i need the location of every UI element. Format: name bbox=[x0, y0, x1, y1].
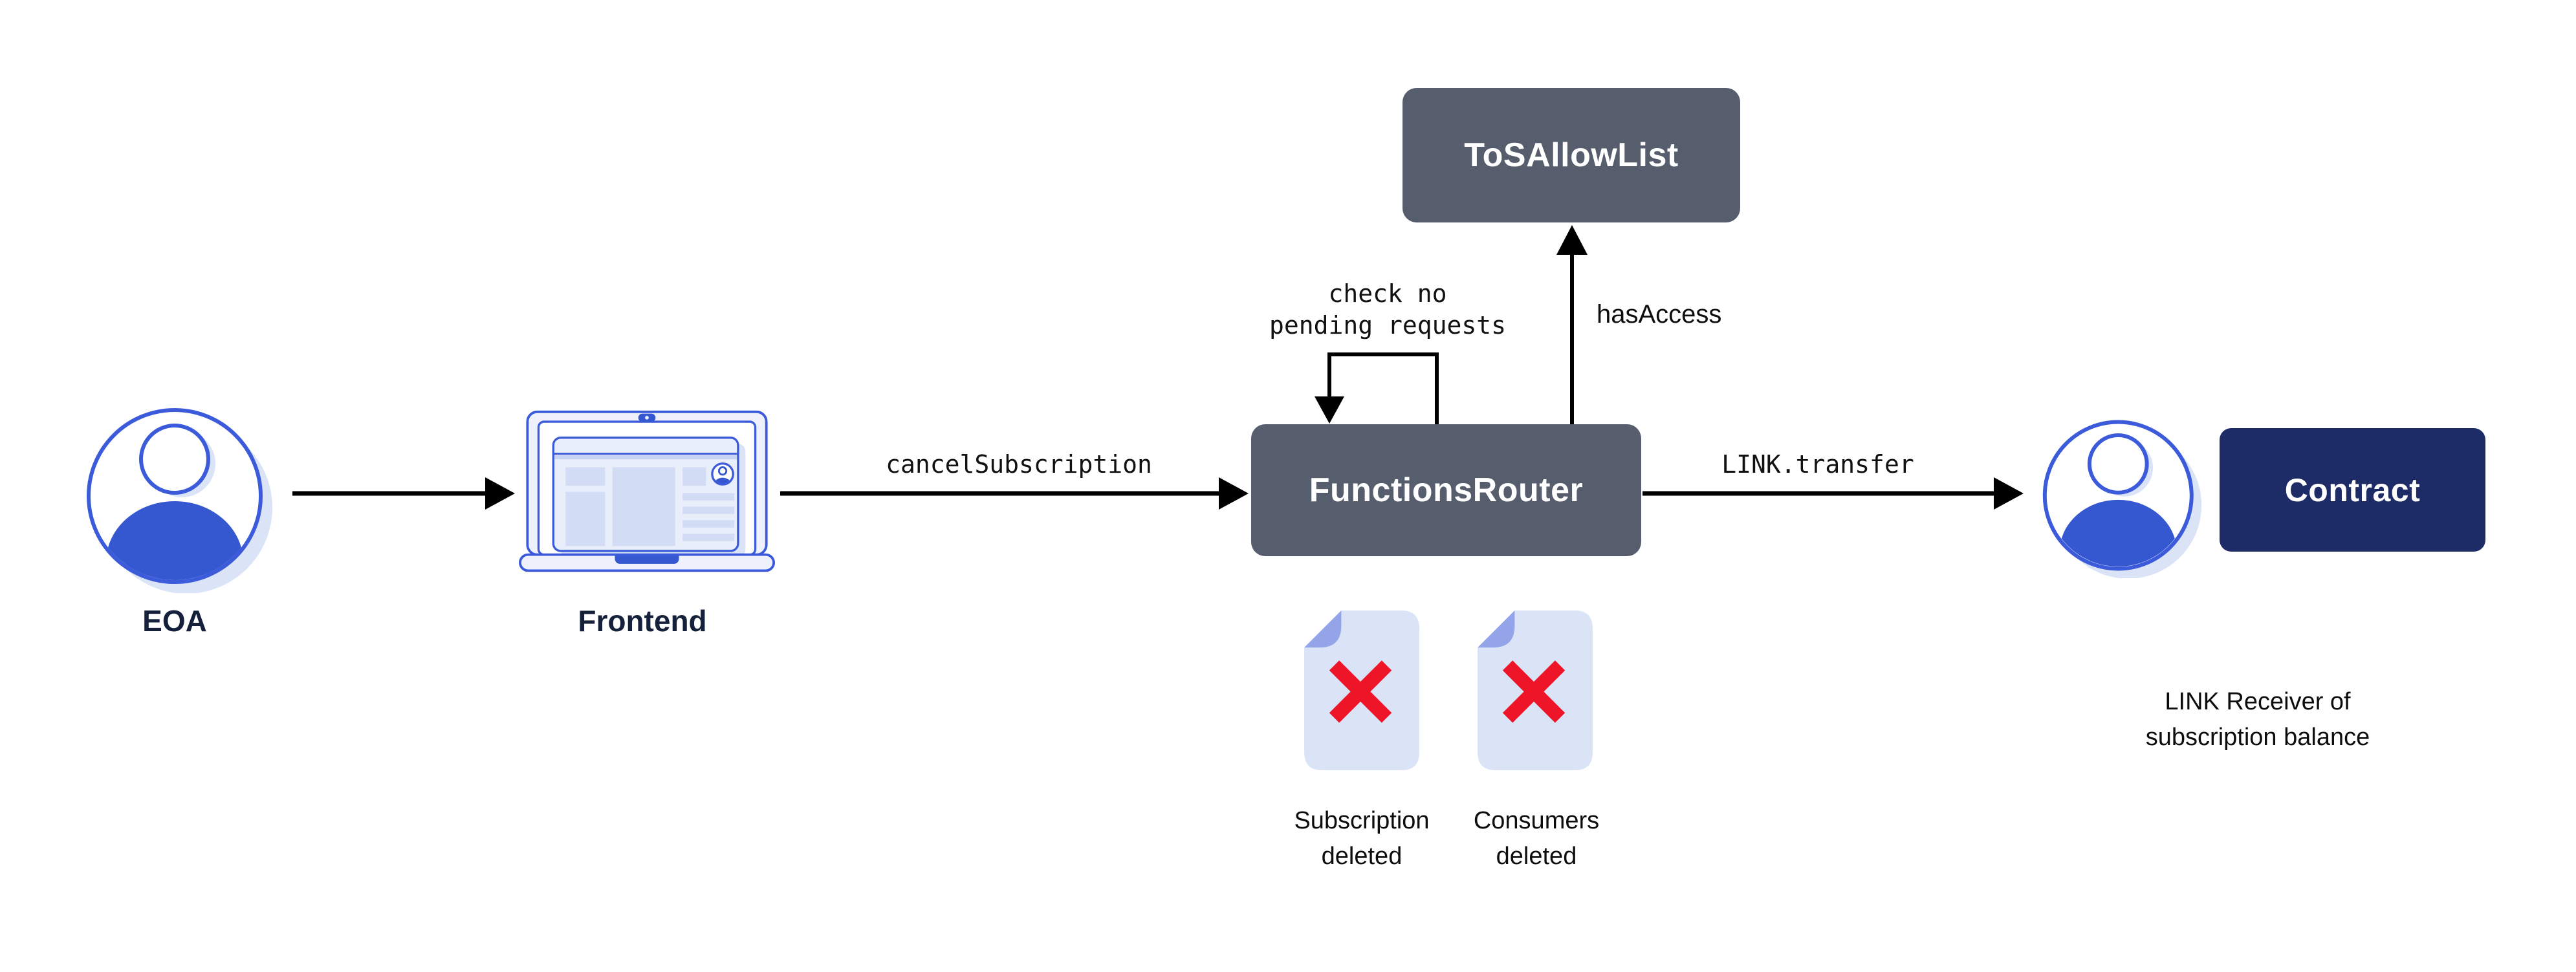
arrow-functions-router-to-receiver bbox=[1643, 477, 2024, 510]
consumers-deleted-caption: Consumers deleted bbox=[1473, 807, 1600, 870]
link-transfer-edge-label: LINK.transfer bbox=[1721, 450, 1914, 479]
document-fold bbox=[1478, 610, 1515, 648]
avatar-body bbox=[2059, 499, 2177, 567]
content-row bbox=[682, 493, 735, 501]
document-fold bbox=[1304, 610, 1342, 648]
arrow-functions-router-to-tos-allow-list bbox=[1556, 225, 1588, 426]
eoa-label: EOA bbox=[142, 604, 207, 638]
avatar-body bbox=[106, 501, 243, 580]
content-block bbox=[682, 467, 706, 486]
self-loop-check-pending-requests bbox=[1315, 352, 1439, 424]
link-receiver-caption: LINK Receiver of subscription balance bbox=[2145, 688, 2370, 751]
node-contract: Contract bbox=[2220, 428, 2485, 552]
node-tos-allow-list: ToSAllowList bbox=[1403, 88, 1740, 222]
content-row bbox=[682, 520, 735, 528]
document-deleted-icon bbox=[1304, 610, 1419, 770]
subscription-deleted-caption: Subscription deleted bbox=[1294, 807, 1430, 870]
content-block bbox=[565, 491, 606, 546]
browser-toolbar-strip bbox=[554, 455, 737, 460]
laptop-notch bbox=[615, 556, 679, 564]
eoa-person-avatar-icon bbox=[87, 408, 272, 593]
arrow-eoa-to-frontend bbox=[292, 477, 515, 510]
avatar-head bbox=[139, 424, 210, 495]
has-access-edge-label: hasAccess bbox=[1597, 300, 1722, 329]
content-row bbox=[682, 506, 735, 514]
avatar-head bbox=[2087, 433, 2149, 495]
frontend-laptop-icon bbox=[519, 410, 775, 572]
content-row bbox=[682, 534, 735, 541]
link-receiver-person-avatar-icon bbox=[2042, 420, 2202, 578]
red-x-icon bbox=[1329, 660, 1392, 723]
cancel-subscription-edge-label: cancelSubscription bbox=[886, 450, 1152, 479]
arrow-frontend-to-functions-router bbox=[780, 477, 1249, 510]
node-functions-router: FunctionsRouter bbox=[1251, 424, 1641, 556]
red-x-icon bbox=[1502, 660, 1566, 723]
content-block bbox=[565, 467, 606, 486]
frontend-label: Frontend bbox=[578, 604, 707, 638]
content-block bbox=[612, 467, 675, 546]
document-deleted-icon bbox=[1478, 610, 1593, 770]
check-pending-requests-label: check no pending requests bbox=[1269, 279, 1507, 340]
